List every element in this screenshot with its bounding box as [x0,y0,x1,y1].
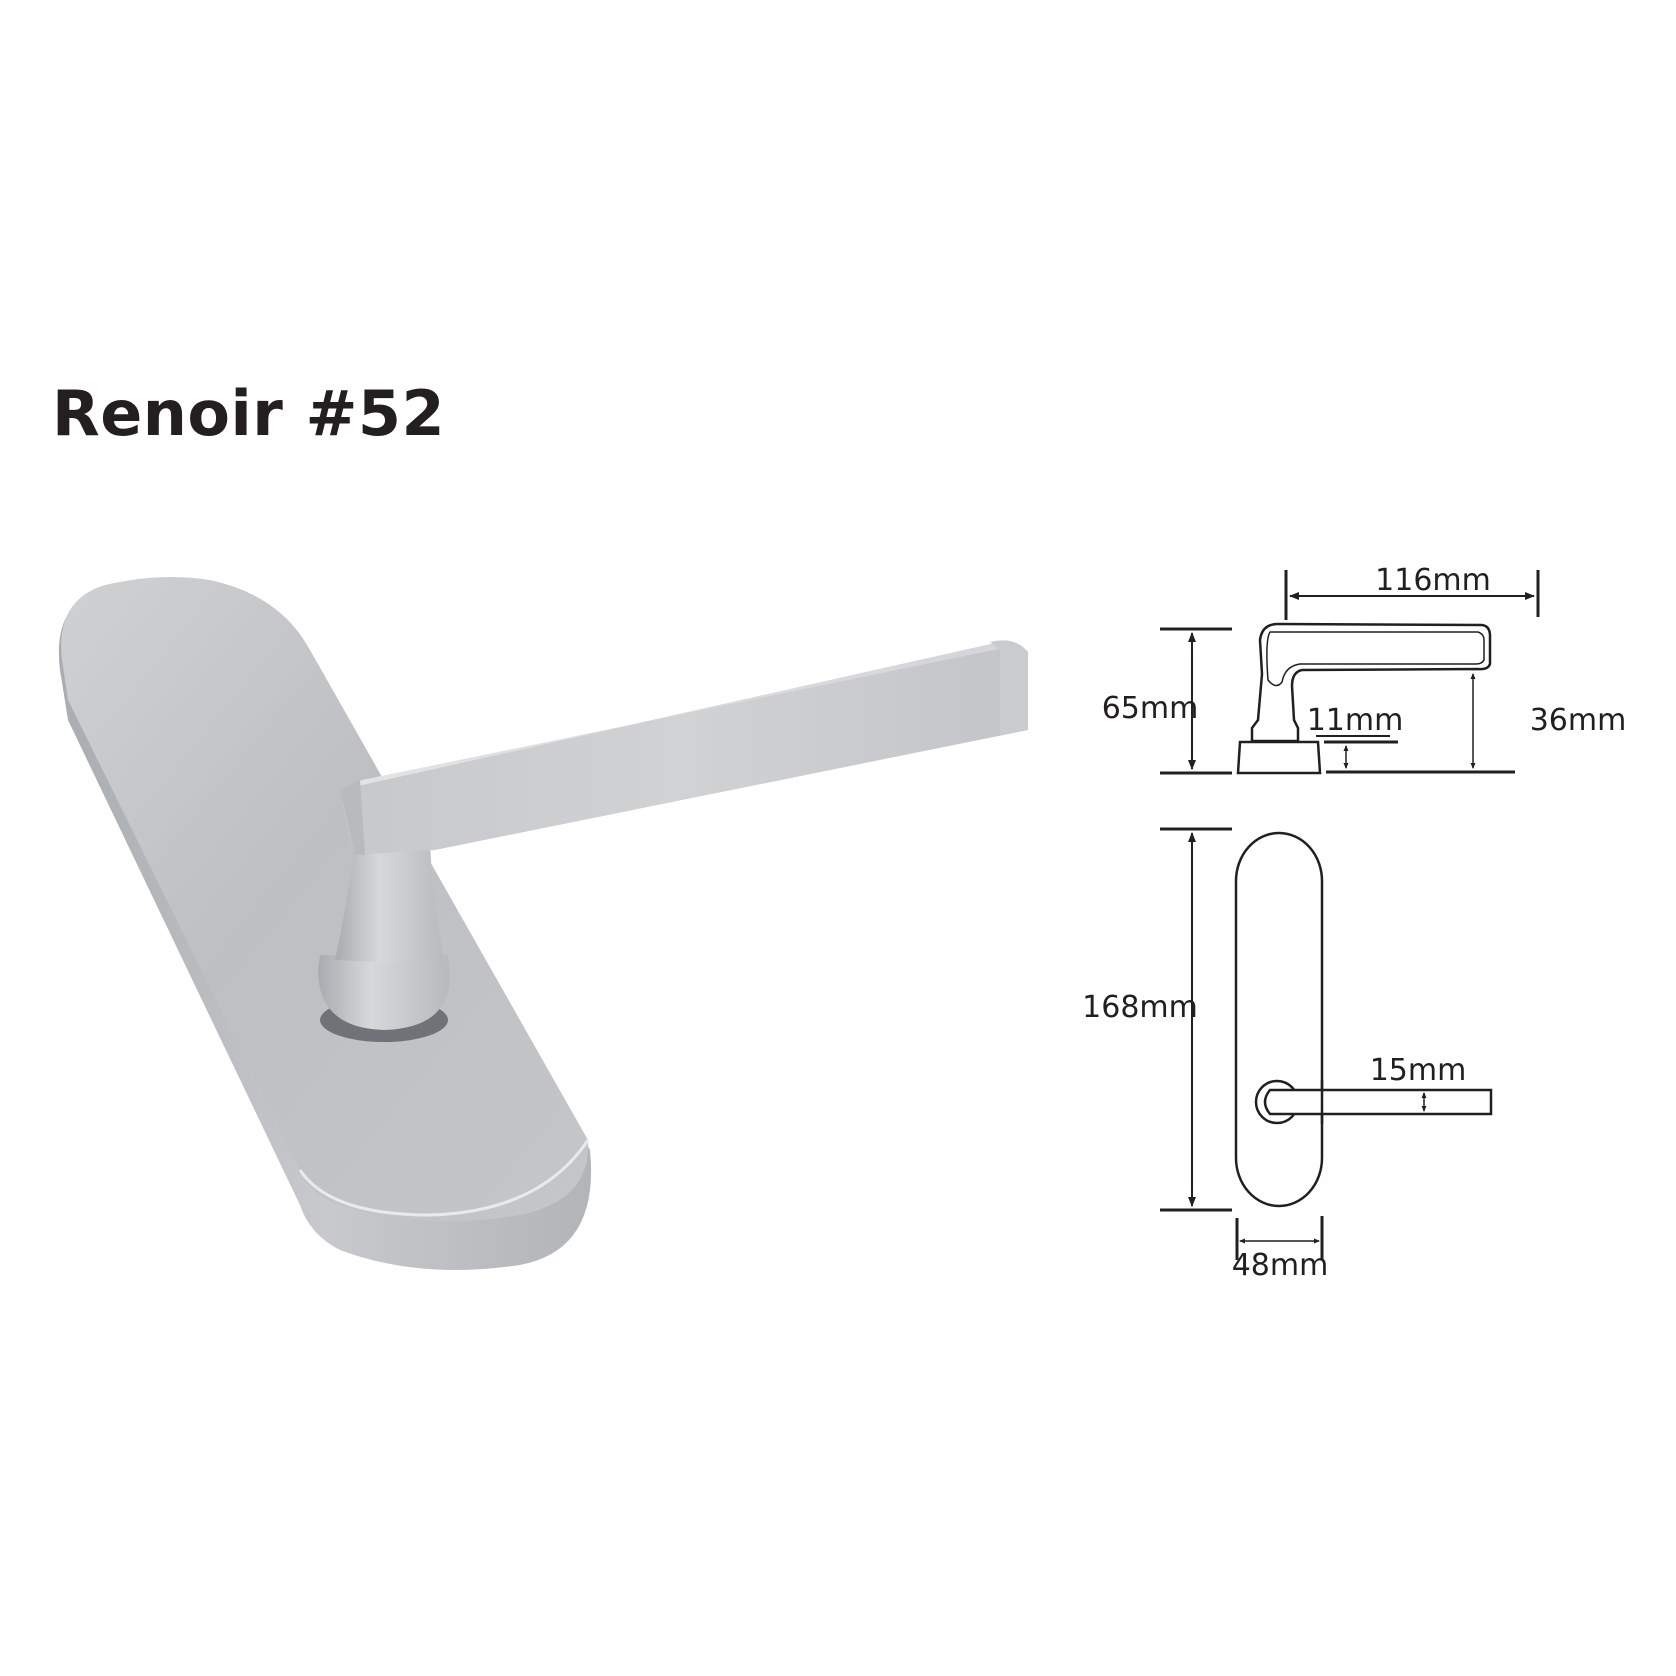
svg-text:36mm: 36mm [1530,703,1627,738]
dimension-plate-width: 48mm [1232,1216,1329,1283]
lever-arm [340,640,1028,855]
lever-rose [318,840,450,1042]
front-lever-outline [1254,1079,1493,1125]
svg-text:116mm: 116mm [1375,563,1491,598]
svg-text:15mm: 15mm [1370,1053,1467,1088]
dimension-lever-clearance: 36mm [1470,673,1627,769]
backplate [58,576,592,1270]
dimension-plate-height: 168mm [1082,827,1232,1212]
front-plate-outline [1234,831,1324,1208]
svg-text:65mm: 65mm [1102,691,1199,726]
svg-text:11mm: 11mm [1307,703,1404,738]
dimension-rose-height: 11mm [1307,703,1515,774]
side-view-drawing: 116mm 65mm 11mm 36mm [1102,563,1627,775]
dimension-overall-height: 65mm [1102,627,1232,775]
product-title: Renoir #52 [52,377,446,450]
side-profile-outline [1236,622,1492,775]
dimension-lever-length: 116mm [1284,563,1540,620]
dimension-lever-thickness: 15mm [1370,1053,1467,1112]
front-view-drawing: 168mm 15mm 48mm [1082,827,1493,1283]
svg-text:48mm: 48mm [1232,1248,1329,1283]
svg-text:168mm: 168mm [1082,990,1198,1025]
